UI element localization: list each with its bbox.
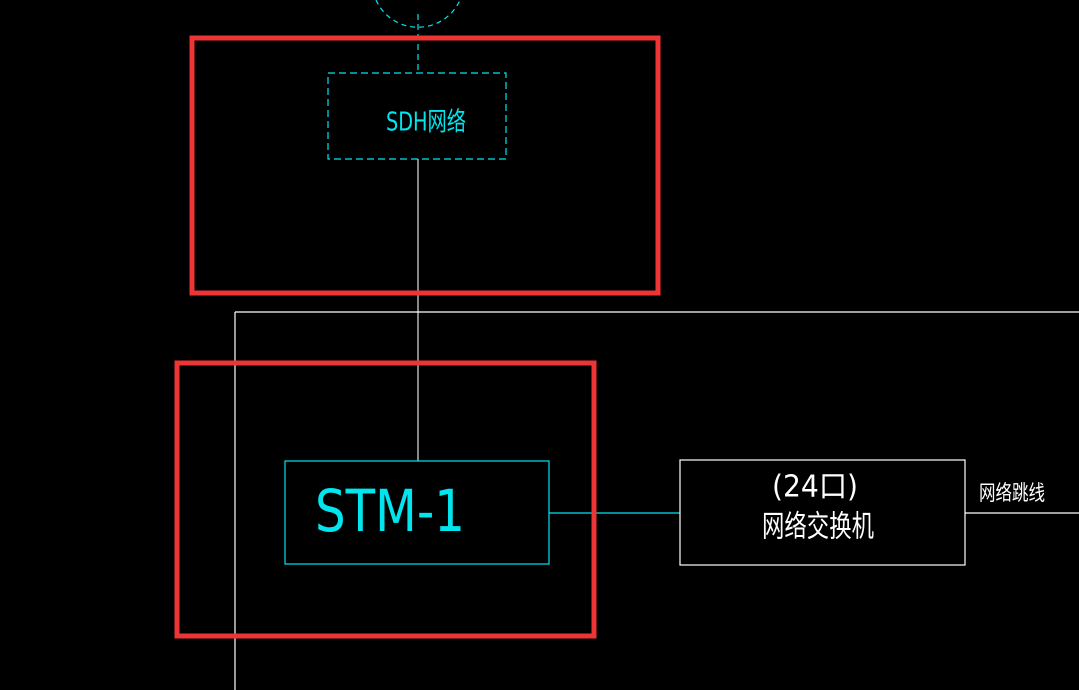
patch-cable-label: 网络跳线 (979, 481, 1045, 505)
highlight-box-sdh (189, 35, 661, 296)
stm1-label: STM-1 (315, 477, 465, 545)
switch-label-name: 网络交换机 (762, 510, 874, 545)
sdh-network-label: SDH网络 (386, 108, 466, 138)
switch-label-ports: (24口) (772, 470, 858, 505)
highlight-box-stm1 (174, 360, 597, 639)
top-arc-partial (375, 0, 461, 28)
sdh-network-box (327, 72, 507, 160)
